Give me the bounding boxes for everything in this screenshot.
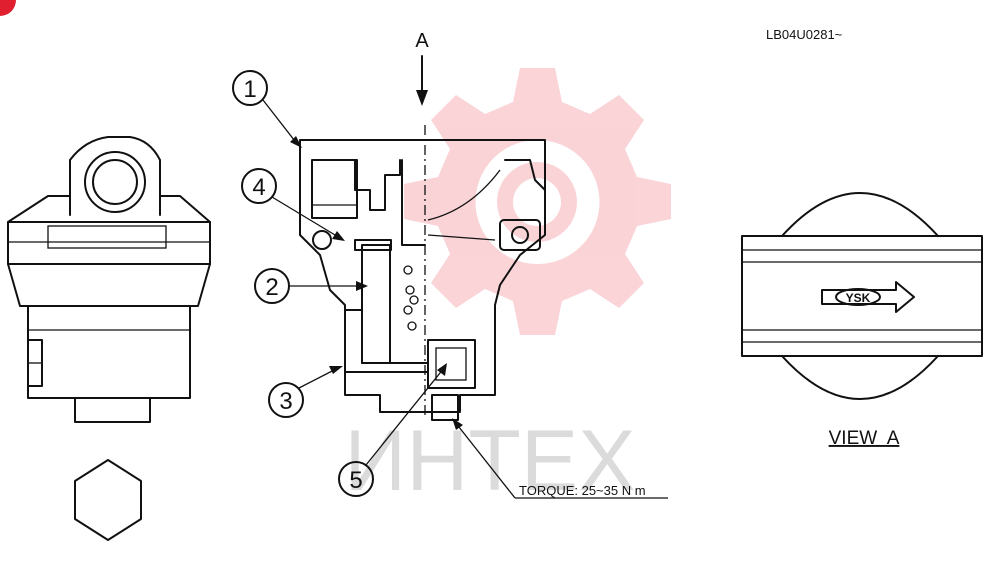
view-arrow-label: A <box>415 30 429 52</box>
flow-arrow-icon <box>821 281 915 313</box>
svg-text:TORQUE: 25~35 N m: TORQUE: 25~35 N m <box>519 483 646 498</box>
view-a-label: VIEW A <box>829 428 900 449</box>
svg-text:2: 2 <box>265 274 278 301</box>
callout-1: 1 <box>232 70 302 148</box>
watermark-text: ИНТЕХ <box>344 413 635 509</box>
drawing-code: LB04U0281~ <box>766 27 843 42</box>
callout-4: 4 <box>241 168 345 241</box>
view-arrow-icon <box>416 90 428 106</box>
callout-2: 2 <box>254 268 368 304</box>
svg-text:3: 3 <box>279 388 292 415</box>
svg-text:5: 5 <box>349 467 362 494</box>
callout-3: 3 <box>268 366 343 418</box>
brand-logo: YSK <box>846 291 871 305</box>
watermark-gear <box>404 68 671 335</box>
view-a: YSK <box>741 192 983 400</box>
hex-bolt-view <box>74 459 142 541</box>
side-view <box>7 136 211 423</box>
section-view <box>299 125 546 421</box>
corner-badge <box>0 0 16 16</box>
callout-5: 5 <box>338 363 447 497</box>
torque-note: TORQUE: 25~35 N m <box>452 418 668 499</box>
svg-text:4: 4 <box>252 174 265 201</box>
svg-text:1: 1 <box>243 76 256 103</box>
watermark <box>404 68 671 335</box>
